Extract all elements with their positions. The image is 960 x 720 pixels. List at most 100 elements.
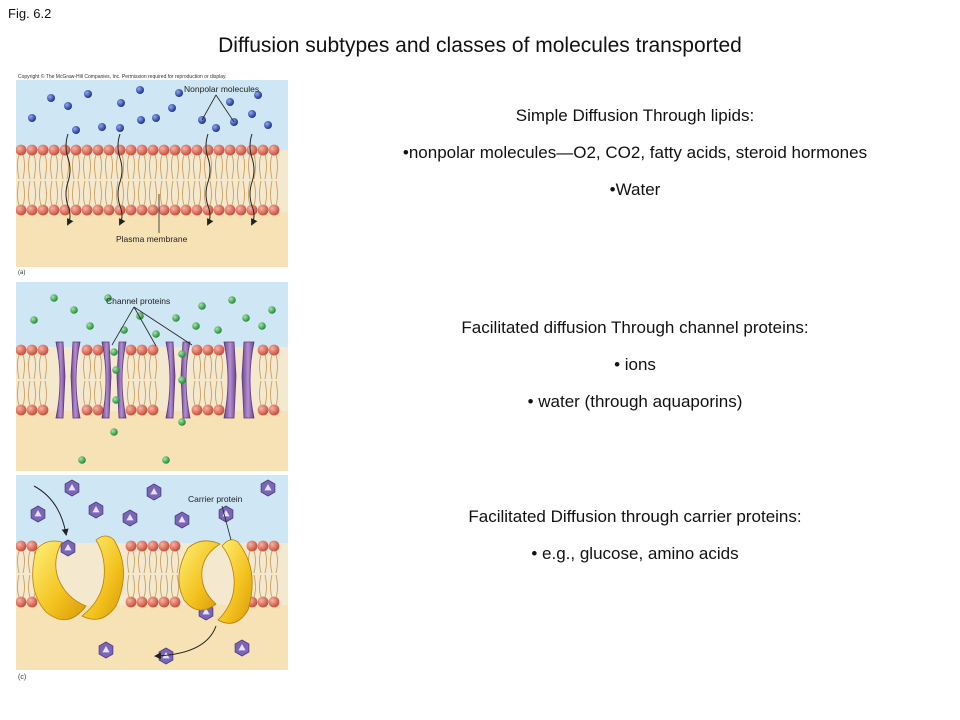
- lipid-tail: [149, 154, 157, 180]
- panel-a-letter: (a): [18, 270, 25, 276]
- membrane-transport-diagram: Copyright © The McGraw-Hill Companies, I…: [16, 73, 288, 681]
- lipid-tail: [270, 380, 278, 406]
- lipid-head: [158, 540, 170, 552]
- lipid-tail: [226, 154, 234, 180]
- lipid-head: [257, 596, 269, 608]
- lipid-tail: [127, 154, 135, 180]
- lipid-tail: [50, 180, 58, 206]
- lipid-tail: [17, 380, 25, 406]
- nonpolar-molecule: [226, 98, 234, 106]
- lipid-head: [202, 204, 214, 216]
- lipid-tail: [171, 180, 179, 206]
- diffusion-arrow: [249, 133, 258, 226]
- lipid-head: [70, 144, 82, 156]
- lipid-tail: [94, 380, 102, 406]
- lipid-head: [136, 204, 148, 216]
- lipid-tail: [39, 154, 47, 180]
- lipid-tail: [83, 154, 91, 180]
- lipid-head: [26, 404, 38, 416]
- carrier-protein-subunit: [81, 535, 124, 620]
- lipid-tail: [28, 354, 36, 380]
- ion: [104, 294, 112, 302]
- lipid-tail: [17, 154, 25, 180]
- lipid-head: [48, 204, 60, 216]
- lipid-head: [169, 540, 181, 552]
- lipid-head: [16, 596, 27, 608]
- diffusion-arrow: [205, 133, 214, 226]
- figure-label: Fig. 6.2: [8, 6, 52, 21]
- lipid-head: [246, 540, 258, 552]
- lipid-tail: [127, 550, 135, 574]
- lipid-tail: [270, 180, 278, 206]
- solute-highlight: [178, 516, 186, 523]
- lipid-tail: [94, 354, 102, 380]
- lipid-tail: [270, 354, 278, 380]
- nonpolar-molecule: [254, 91, 262, 99]
- lipid-head: [268, 404, 280, 416]
- lipid-head: [81, 404, 93, 416]
- ion: [178, 376, 186, 384]
- ion: [178, 350, 186, 358]
- lipid-head: [191, 144, 203, 156]
- lipid-tail: [270, 154, 278, 180]
- channel-diffusion-text: Facilitated diffusion Through channel pr…: [330, 309, 940, 420]
- ion: [172, 314, 180, 322]
- solute-highlight: [238, 644, 246, 651]
- nonpolar-molecule: [98, 123, 106, 131]
- lipid-tail: [270, 550, 278, 574]
- lipid-tail: [204, 354, 212, 380]
- lipid-head: [125, 144, 137, 156]
- lipid-tail: [259, 180, 267, 206]
- nonpolar-molecule: [84, 90, 92, 98]
- lipid-head: [180, 144, 192, 156]
- nonpolar-molecule: [47, 94, 55, 102]
- lipid-head: [26, 540, 38, 552]
- lipid-head: [16, 404, 27, 416]
- label-channel-proteins: Channel proteins: [106, 296, 170, 306]
- lipid-head: [224, 144, 236, 156]
- nonpolar-molecule: [137, 116, 145, 124]
- lipid-head: [246, 204, 258, 216]
- lipid-head: [202, 344, 214, 356]
- lipid-tail: [171, 550, 179, 574]
- nonpolar-molecule: [168, 104, 176, 112]
- solute-highlight: [264, 484, 272, 491]
- channel-pointer-lines: [111, 306, 193, 347]
- lipid-tail: [193, 380, 201, 406]
- lipid-head: [81, 344, 93, 356]
- lipid-tail: [248, 180, 256, 206]
- ion: [162, 456, 170, 464]
- nonpolar-molecule: [175, 89, 183, 97]
- lipid-tail: [105, 180, 113, 206]
- lipid-tail: [259, 380, 267, 406]
- transport-arrow: [33, 485, 69, 536]
- lipid-head: [37, 204, 49, 216]
- lipid-head: [125, 596, 137, 608]
- copyright-notice: Copyright © The McGraw-Hill Companies, I…: [18, 73, 227, 80]
- nonpolar-molecule: [248, 110, 256, 118]
- ion: [228, 296, 236, 304]
- lipid-tail: [237, 154, 245, 180]
- lipid-tail: [28, 180, 36, 206]
- lipid-tail: [259, 574, 267, 598]
- lipid-tail: [237, 180, 245, 206]
- lipid-tail: [105, 154, 113, 180]
- lipid-tail: [204, 180, 212, 206]
- lipid-head: [257, 144, 269, 156]
- lipid-tail: [72, 154, 80, 180]
- lipid-head: [26, 204, 38, 216]
- nonpolar-molecule: [64, 102, 72, 110]
- lipid-head: [147, 540, 159, 552]
- lipid-tail: [226, 180, 234, 206]
- carrier-diffusion-text: Facilitated Diffusion through carrier pr…: [330, 498, 940, 572]
- lipid-tail: [39, 180, 47, 206]
- simple-diffusion-item: •nonpolar molecules—O2, CO2, fatty acids…: [402, 143, 868, 162]
- lipid-head: [268, 204, 280, 216]
- solute-highlight: [64, 544, 72, 551]
- lipid-head: [16, 344, 27, 356]
- label-nonpolar-molecules: Nonpolar molecules: [184, 84, 259, 94]
- lipid-head: [125, 344, 137, 356]
- lipid-head: [16, 144, 27, 156]
- lipid-head: [268, 596, 280, 608]
- solute-highlight: [126, 514, 134, 521]
